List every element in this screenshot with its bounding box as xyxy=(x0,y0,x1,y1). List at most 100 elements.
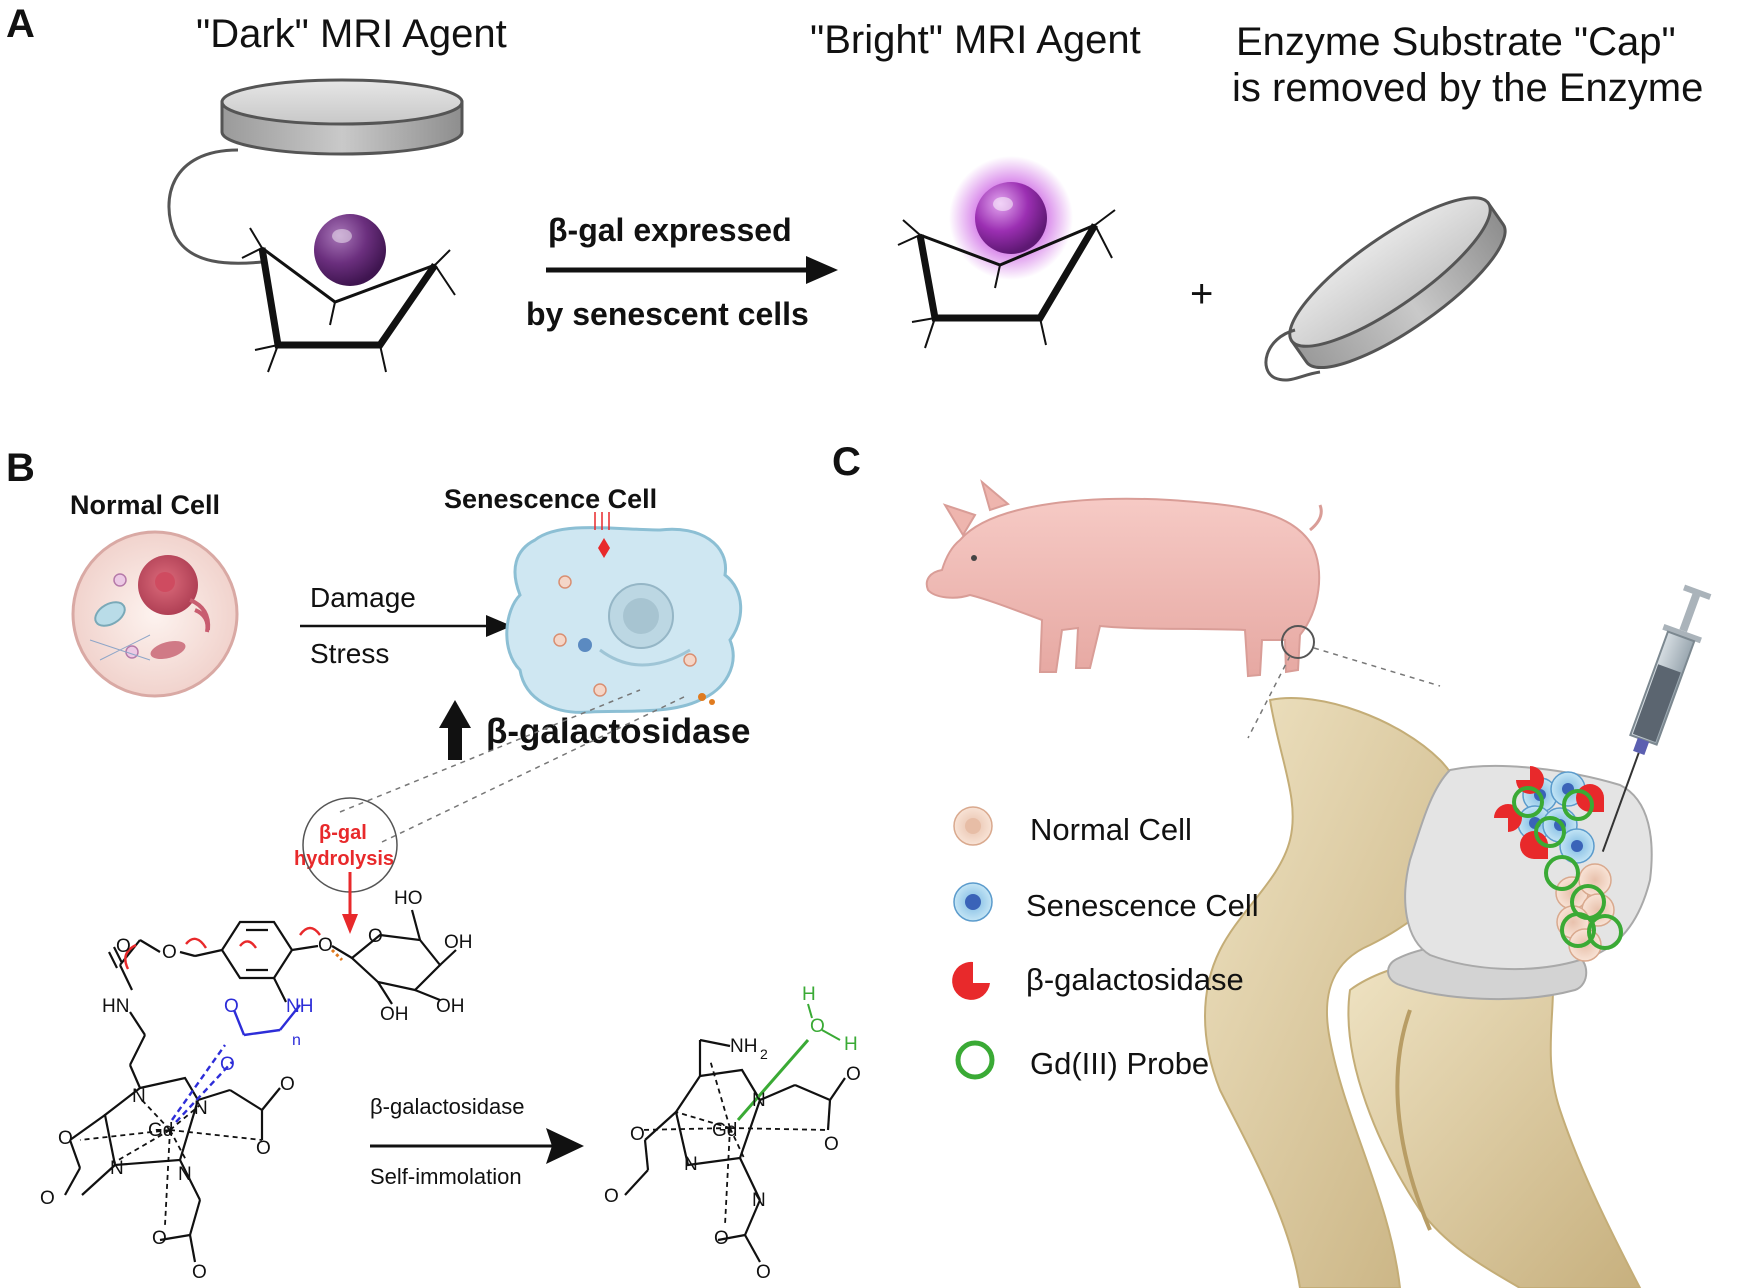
legend-normal-cell: Normal Cell xyxy=(1030,812,1192,847)
oh-bond-top xyxy=(807,1003,813,1019)
panel-b-letter: B xyxy=(6,446,35,490)
atom-pn3: N xyxy=(752,1190,766,1211)
probe-structure xyxy=(64,909,457,1263)
legend-senescence-cell: Senescence Cell xyxy=(1026,888,1259,923)
hydrolysis-line1: β-gal xyxy=(319,822,367,844)
atom-o-ring: O xyxy=(368,926,383,947)
atom-n4: N xyxy=(178,1164,192,1185)
up-arrow xyxy=(439,700,471,760)
atom-o-carb2: O xyxy=(162,942,177,963)
atom-o3: O xyxy=(280,1074,295,1095)
atom-pn1: N xyxy=(752,1090,766,1111)
atom-hn: HN xyxy=(102,996,130,1017)
senescence-cell-icon xyxy=(953,882,993,922)
beta-gal-up-label: β-galactosidase xyxy=(486,712,751,751)
atom-po5: O xyxy=(714,1228,729,1249)
atom-po1: O xyxy=(630,1124,645,1145)
reaction-arrow xyxy=(370,1128,584,1164)
atom-nh2: NH xyxy=(730,1036,758,1057)
dark-agent-cage-icon xyxy=(241,227,456,373)
panel-a-arrow xyxy=(546,256,838,284)
released-cap-icon xyxy=(1288,196,1507,370)
atom-o6: O xyxy=(192,1262,207,1283)
cap-label-line2: is removed by the Enzyme xyxy=(1232,66,1704,110)
stress-label: Stress xyxy=(310,638,390,669)
atom-h-top: H xyxy=(802,984,816,1005)
product-coordination xyxy=(639,1059,829,1226)
probe-coordination xyxy=(79,1097,263,1226)
dark-agent-tether xyxy=(167,148,263,265)
hydrolysis-arrow xyxy=(342,872,358,934)
water-bond xyxy=(736,1039,810,1121)
atom-pn2: N xyxy=(684,1154,698,1175)
atom-o-carb1: O xyxy=(116,936,131,957)
arrow-label-top: β-gal expressed xyxy=(548,212,792,248)
atom-n1: N xyxy=(132,1086,146,1107)
dark-agent-cap-icon xyxy=(220,78,464,156)
atom-po4: O xyxy=(824,1134,839,1155)
dark-agent-gd-sphere xyxy=(314,214,386,286)
zoom-lines-c xyxy=(1247,647,1441,739)
released-cap-tether xyxy=(1264,328,1321,382)
atom-o-blue1: O xyxy=(224,996,239,1017)
joint-cells xyxy=(1494,766,1623,962)
atom-oh3: OH xyxy=(380,1004,409,1025)
reaction-bottom-label: Self-immolation xyxy=(370,1164,522,1189)
enzyme-icon xyxy=(952,961,990,1000)
atom-nh: NH xyxy=(286,996,314,1017)
zoom-lines xyxy=(339,689,687,843)
blue-coordination xyxy=(171,1044,233,1123)
senescence-cell-illustration xyxy=(505,512,743,714)
arrow-label-bottom: by senescent cells xyxy=(526,296,809,332)
normal-cell-illustration xyxy=(71,530,239,698)
blue-linker xyxy=(232,1004,301,1037)
atom-o1: O xyxy=(58,1128,73,1149)
atom-n3: N xyxy=(110,1158,124,1179)
normal-cell-icon xyxy=(953,806,993,846)
atom-o-blue2: O xyxy=(220,1054,235,1075)
atom-gd-product: Gd xyxy=(712,1120,738,1141)
cleavage-bond xyxy=(330,948,344,962)
dark-agent-label: "Dark" MRI Agent xyxy=(196,12,507,56)
plus-sign: + xyxy=(1190,272,1214,316)
zoom-circle xyxy=(1281,625,1315,659)
atom-po3: O xyxy=(846,1064,861,1085)
bright-agent-gd-sphere xyxy=(975,182,1047,254)
panel-a-letter: A xyxy=(6,2,35,46)
atom-h-right: H xyxy=(844,1034,858,1055)
atom-n-subscript: n xyxy=(292,1032,301,1049)
pig-illustration xyxy=(925,479,1323,678)
atom-nh2-subscript: 2 xyxy=(760,1046,768,1062)
reaction-top-label: β-galactosidase xyxy=(370,1094,525,1119)
atom-gd-probe: Gd xyxy=(148,1120,174,1141)
atom-o-link: O xyxy=(318,935,333,956)
senescence-cell-label: Senescence Cell xyxy=(444,484,658,514)
atom-o5: O xyxy=(152,1228,167,1249)
atom-oh2: OH xyxy=(436,996,465,1017)
atom-ho: HO xyxy=(394,888,423,909)
atom-n2: N xyxy=(194,1098,208,1119)
hydrolysis-line2: hydrolysis xyxy=(294,848,395,870)
bright-agent-label: "Bright" MRI Agent xyxy=(810,18,1141,62)
probe-ring-icon xyxy=(955,1040,995,1080)
atom-po6: O xyxy=(756,1262,771,1283)
oh-bond-right xyxy=(821,1029,841,1041)
atom-o-water: O xyxy=(810,1016,825,1037)
atom-po2: O xyxy=(604,1186,619,1207)
syringe-icon xyxy=(1601,584,1712,852)
atom-oh1: OH xyxy=(444,932,473,953)
normal-cell-label: Normal Cell xyxy=(70,490,221,520)
atom-o2: O xyxy=(40,1188,55,1209)
bright-agent-cage-icon xyxy=(897,209,1116,349)
damage-stress-arrow xyxy=(300,615,512,637)
panel-c-letter: C xyxy=(832,440,861,484)
electron-push-arrows xyxy=(124,926,321,970)
atom-o4: O xyxy=(256,1138,271,1159)
legend-gd-probe: Gd(III) Probe xyxy=(1030,1046,1210,1081)
cap-label-line1: Enzyme Substrate "Cap" xyxy=(1236,20,1676,64)
legend-beta-galactosidase: β-galactosidase xyxy=(1026,962,1244,997)
damage-label: Damage xyxy=(310,582,416,613)
